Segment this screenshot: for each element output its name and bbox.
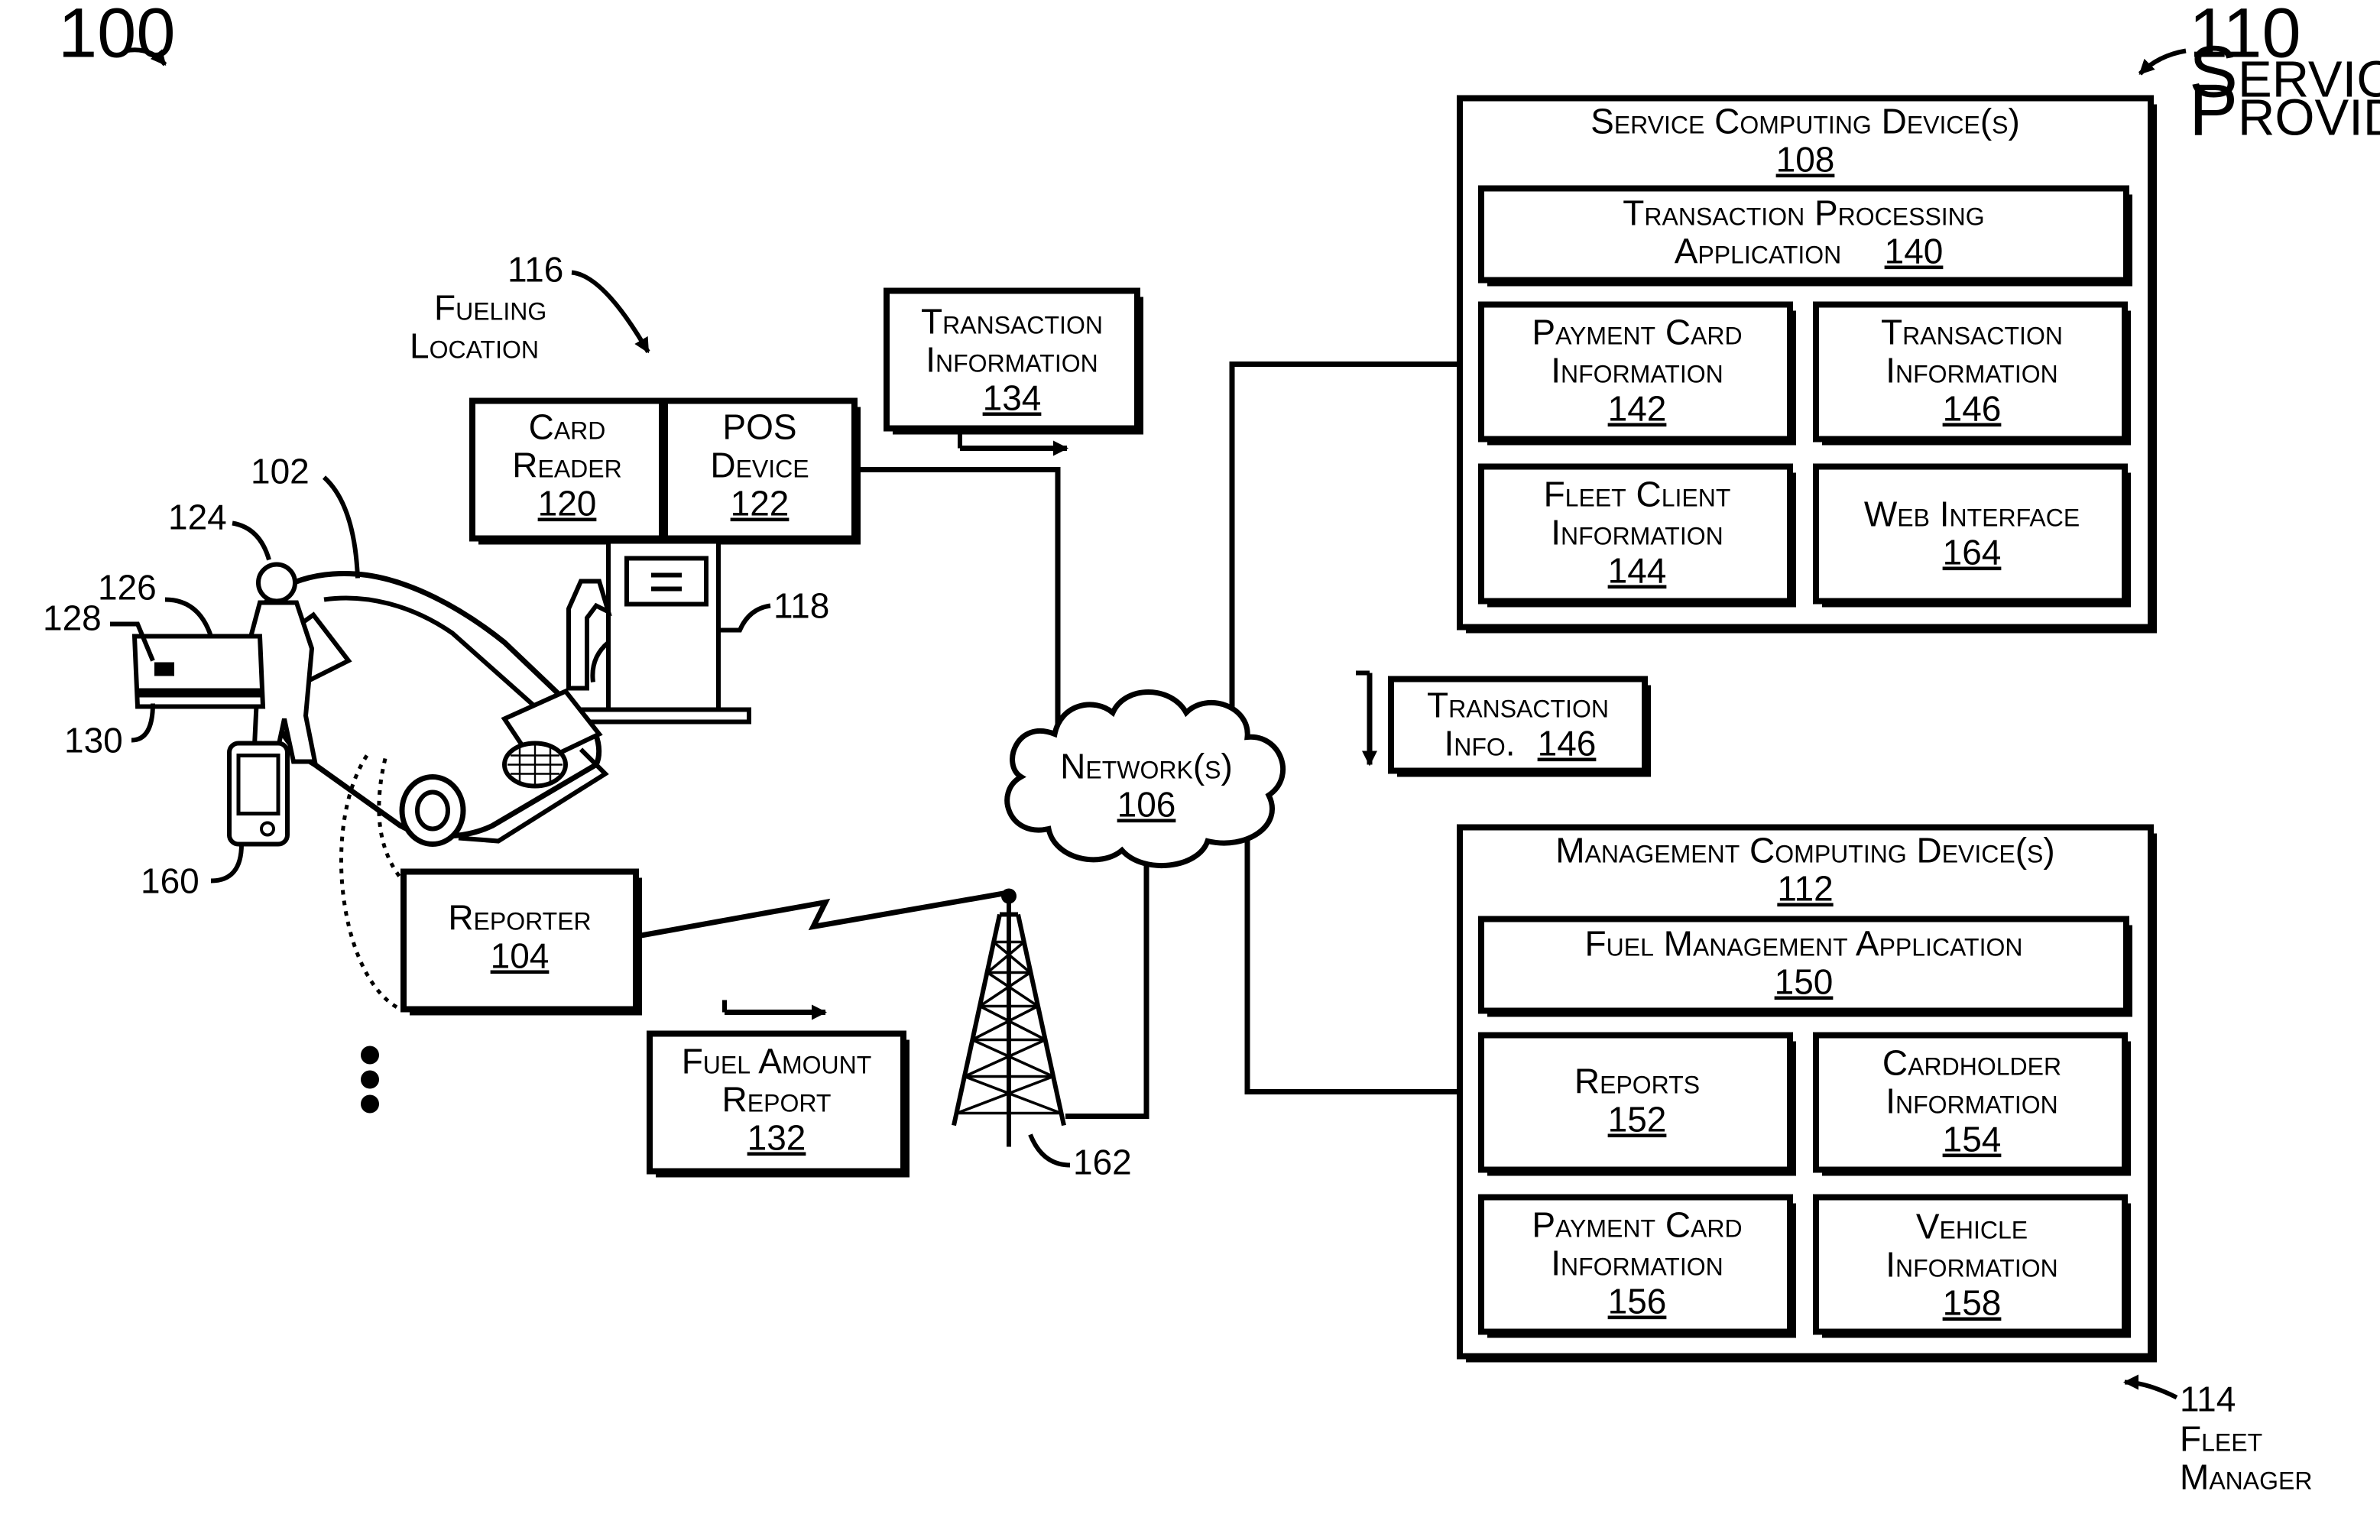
pos-device-line1: POS <box>722 407 796 447</box>
payment-card-illustration: 126 128 130 <box>43 568 263 760</box>
transaction-info-146-ref: 146 <box>1943 389 2002 429</box>
fueling-location-label: 116 Fueling Location <box>410 250 648 366</box>
network-ref: 106 <box>1117 785 1176 825</box>
cardholder-info-ref: 154 <box>1943 1120 2002 1159</box>
person-illustration: 124 <box>168 498 315 762</box>
transaction-info-short-line1: Transaction <box>1427 686 1609 725</box>
service-provider-group: 110 Service Provider Service Computing D… <box>1460 0 2380 634</box>
fleet-manager-label-line2: Manager <box>2180 1457 2312 1497</box>
fuel-amount-report-group: Fuel Amount Report 132 <box>650 1000 910 1178</box>
fleet-client-info-line2: Information <box>1551 513 1723 553</box>
reporter-group: Reporter 104 <box>404 872 642 1016</box>
card-stripe-ref: 130 <box>64 721 123 760</box>
transaction-info-146-line2: Information <box>1886 351 2058 391</box>
pos-device-ref: 122 <box>731 484 790 524</box>
reporter-ref: 104 <box>491 936 550 976</box>
figure-ref-label: 100 <box>58 0 176 73</box>
transaction-information-134-line1: Transaction <box>921 302 1103 342</box>
reporter-line1: Reporter <box>448 898 591 938</box>
management-computing-device-ref: 112 <box>1777 869 1833 909</box>
transaction-processing-app-line1: Transaction Processing <box>1623 193 1984 233</box>
person-ref: 124 <box>168 498 227 537</box>
figure-ref-100: 100 <box>58 0 176 73</box>
payment-card-info-156-line2: Information <box>1551 1243 1723 1283</box>
payment-card-info-156-ref: 156 <box>1608 1282 1667 1321</box>
fuel-amount-report-ref: 132 <box>747 1118 806 1158</box>
fleet-client-info-ref: 144 <box>1608 551 1667 591</box>
cardholder-info-line1: Cardholder <box>1882 1043 2061 1083</box>
transaction-processing-app-ref: 140 <box>1885 232 1944 271</box>
web-interface-line1: Web Interface <box>1864 494 2080 534</box>
mobile-device-illustration: 160 <box>141 744 287 901</box>
mobile-device-ref: 160 <box>141 861 199 901</box>
card-ref: 126 <box>98 568 157 608</box>
transaction-information-134-line2: Information <box>926 340 1098 380</box>
payment-card-info-142-line2: Information <box>1551 351 1723 391</box>
fuel-amount-report-line2: Report <box>722 1080 832 1120</box>
transaction-info-short-line2: Info. <box>1444 724 1515 764</box>
payment-card-info-156-line1: Payment Card <box>1532 1205 1742 1245</box>
payment-card-info-142-line1: Payment Card <box>1532 313 1742 352</box>
pos-device-group: POS Device 122 <box>665 401 861 545</box>
service-computing-device-title: Service Computing Device(s) <box>1590 102 2020 141</box>
fueling-location-line1: Fueling <box>434 288 546 328</box>
vehicle-ref: 102 <box>251 452 310 491</box>
card-chip-ref: 128 <box>43 598 102 638</box>
web-interface-ref: 164 <box>1943 533 2002 572</box>
fuel-pump-ref: 118 <box>773 586 829 626</box>
transaction-info-short-group: Transaction Info. 146 <box>1356 673 1651 777</box>
vehicle-info-line1: Vehicle <box>1916 1207 2028 1247</box>
transaction-information-134-group: Transaction Information 134 <box>887 291 1143 449</box>
service-provider-label-line2: Provider <box>2189 70 2380 151</box>
network-label: Network(s) <box>1060 747 1233 786</box>
reports-line1: Reports <box>1574 1062 1700 1101</box>
more-reporters-ellipsis <box>361 1046 379 1114</box>
fuel-management-app-ref: 150 <box>1775 962 1834 1002</box>
card-reader-ref: 120 <box>538 484 597 524</box>
management-computing-device-title: Management Computing Device(s) <box>1555 831 2054 871</box>
fuel-management-app-line1: Fuel Management Application <box>1585 924 2023 964</box>
fuel-pump-illustration: 118 <box>569 542 829 722</box>
service-computing-device-ref: 108 <box>1776 140 1835 180</box>
fleet-manager-ref: 114 <box>2180 1380 2236 1419</box>
cardholder-info-line2: Information <box>1886 1081 2058 1121</box>
payment-card-info-142-ref: 142 <box>1608 389 1667 429</box>
fleet-manager-label-line1: Fleet <box>2180 1419 2262 1459</box>
transaction-info-146-line1: Transaction <box>1881 313 2063 352</box>
card-reader-group: Card Reader 120 <box>472 401 668 545</box>
transaction-processing-app-line2: Application <box>1675 232 1842 271</box>
vehicle-info-ref: 158 <box>1943 1283 2002 1323</box>
fleet-client-info-line1: Fleet Client <box>1544 475 1731 514</box>
reports-ref: 152 <box>1608 1100 1667 1140</box>
network-cloud: Network(s) 106 <box>1007 692 1283 866</box>
fueling-location-ref: 116 <box>507 250 563 290</box>
tower-ref: 162 <box>1073 1143 1132 1182</box>
vehicle-info-line2: Information <box>1886 1245 2058 1285</box>
cell-tower-illustration: 162 <box>954 889 1132 1182</box>
card-reader-line1: Card <box>529 407 606 447</box>
fueling-location-line2: Location <box>410 326 539 366</box>
pos-device-line2: Device <box>710 446 809 485</box>
transaction-info-short-ref: 146 <box>1538 724 1597 764</box>
fleet-manager-group: Management Computing Device(s) 112 Fuel … <box>1460 828 2312 1497</box>
transaction-information-134-ref: 134 <box>983 378 1042 418</box>
fuel-amount-report-line1: Fuel Amount <box>682 1042 872 1081</box>
card-reader-line2: Reader <box>512 446 621 485</box>
